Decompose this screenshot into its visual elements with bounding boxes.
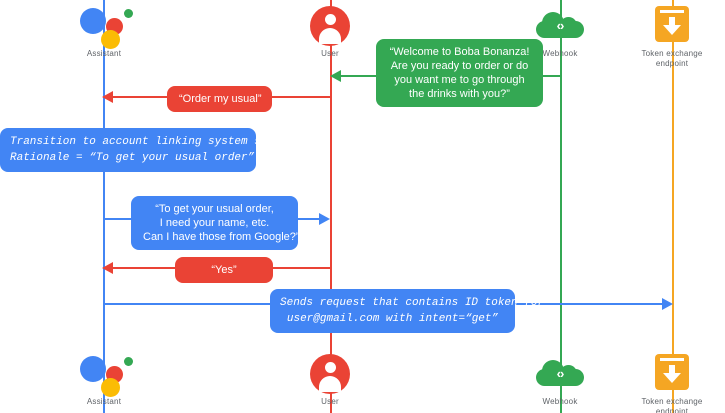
message-bubble-order-my-usual: “Order my usual”	[167, 86, 272, 112]
bubble-text-line: I need your name, etc.	[159, 217, 270, 229]
note-text-line: Sends request that contains ID token for	[280, 297, 545, 309]
user-avatar-circle-icon	[310, 354, 350, 394]
actor-assistant-bottom: Assistant	[44, 350, 164, 407]
actor-webhook-bottom: ‹› Webhook	[500, 350, 620, 407]
arrow-head-need-your-name	[319, 213, 330, 225]
cloud-code-icon: ‹›	[500, 350, 620, 394]
bubble-text-line: “To get your usual order,	[155, 203, 274, 215]
download-box-icon	[612, 2, 725, 46]
token-box-shape-icon	[655, 6, 689, 42]
assistant-yellow-dot-icon	[101, 30, 120, 49]
assistant-yellow-dot-icon	[101, 378, 120, 397]
note-text-line: user@gmail.com with intent=“get”	[286, 313, 499, 325]
assistant-green-dot-icon	[124, 357, 133, 366]
message-bubble-yes: “Yes”	[175, 257, 273, 283]
token-lid-icon	[660, 358, 684, 361]
actor-label-token-endpoint-line2: endpoint	[655, 407, 689, 413]
bubble-text-line: “Yes”	[211, 264, 237, 276]
actor-user-bottom: User	[270, 350, 390, 407]
actor-label-token-endpoint-line1: Token exchange	[641, 397, 703, 406]
token-arrow-stem-icon	[669, 365, 675, 375]
actor-label-assistant: Assistant	[86, 49, 122, 58]
cloud-shape-icon: ‹›	[536, 12, 584, 38]
user-avatar-circle-icon	[310, 6, 350, 46]
token-arrow-head-icon	[663, 25, 681, 35]
bubble-text-line: Are you ready to order or do	[390, 60, 529, 72]
note-bubble-sends-request: Sends request that contains ID token for…	[270, 289, 545, 333]
assistant-green-dot-icon	[124, 9, 133, 18]
bubble-text-line: “Welcome to Boba Bonanza!	[389, 46, 530, 58]
lifeline-token-endpoint	[672, 0, 674, 413]
actor-label-assistant: Assistant	[86, 397, 122, 406]
assistant-blue-dot-icon	[80, 8, 106, 34]
actor-token-endpoint-top: Token exchange endpoint	[612, 2, 725, 69]
message-bubble-need-your-name: “To get your usual order, I need your na…	[131, 196, 300, 250]
actor-token-endpoint-bottom: Token exchange endpoint	[612, 350, 725, 413]
bubble-text-line: the drinks with you?”	[409, 88, 510, 100]
actor-label-token-endpoint-line1: Token exchange	[641, 49, 703, 58]
user-avatar-icon	[270, 350, 390, 394]
note-text-line: Rationale = “To get your usual order”	[10, 152, 255, 164]
user-head-icon	[325, 362, 336, 373]
cloud-shape-icon: ‹›	[536, 360, 584, 386]
user-head-icon	[325, 14, 336, 25]
user-body-icon	[319, 28, 341, 44]
user-body-icon	[319, 376, 341, 392]
bubble-text-line: Can I have those from Google?”	[143, 231, 300, 243]
token-arrow-stem-icon	[669, 17, 675, 27]
arrow-head-welcome	[330, 70, 341, 82]
assistant-blue-dot-icon	[80, 356, 106, 382]
token-arrow-head-icon	[663, 373, 681, 383]
user-avatar-icon	[270, 2, 390, 46]
message-bubble-welcome: “Welcome to Boba Bonanza! Are you ready …	[376, 39, 543, 107]
google-assistant-icon	[44, 350, 164, 397]
actor-webhook-top: ‹› Webhook	[500, 2, 620, 59]
token-lid-icon	[660, 10, 684, 13]
note-bubble-transition: Transition to account linking system sce…	[0, 128, 294, 172]
cloud-base-icon	[536, 369, 584, 386]
bubble-text-line: “Order my usual”	[179, 93, 262, 105]
actor-assistant-top: Assistant	[44, 2, 164, 59]
arrow-head-order-my-usual	[102, 91, 113, 103]
actor-label-user: User	[321, 49, 339, 58]
actor-label-user: User	[321, 397, 339, 406]
cloud-base-icon	[536, 21, 584, 38]
actor-label-token-endpoint-line2: endpoint	[655, 59, 689, 68]
arrow-head-yes	[102, 262, 113, 274]
bubble-text-line: you want me to go through	[394, 74, 525, 86]
note-text-line: Transition to account linking system sce…	[10, 136, 294, 148]
lifeline-user	[330, 0, 332, 413]
cloud-code-icon: ‹›	[500, 2, 620, 46]
code-brackets-icon: ‹›	[556, 18, 565, 33]
code-brackets-icon: ‹›	[556, 366, 565, 381]
lifeline-assistant	[103, 0, 105, 413]
actor-label-webhook: Webhook	[542, 397, 578, 406]
lifeline-webhook	[560, 0, 562, 413]
google-assistant-icon	[44, 2, 164, 49]
token-box-shape-icon	[655, 354, 689, 390]
actor-user-top: User	[270, 2, 390, 59]
actor-label-webhook: Webhook	[542, 49, 578, 58]
arrow-head-sends-request	[662, 298, 673, 310]
download-box-icon	[612, 350, 725, 394]
